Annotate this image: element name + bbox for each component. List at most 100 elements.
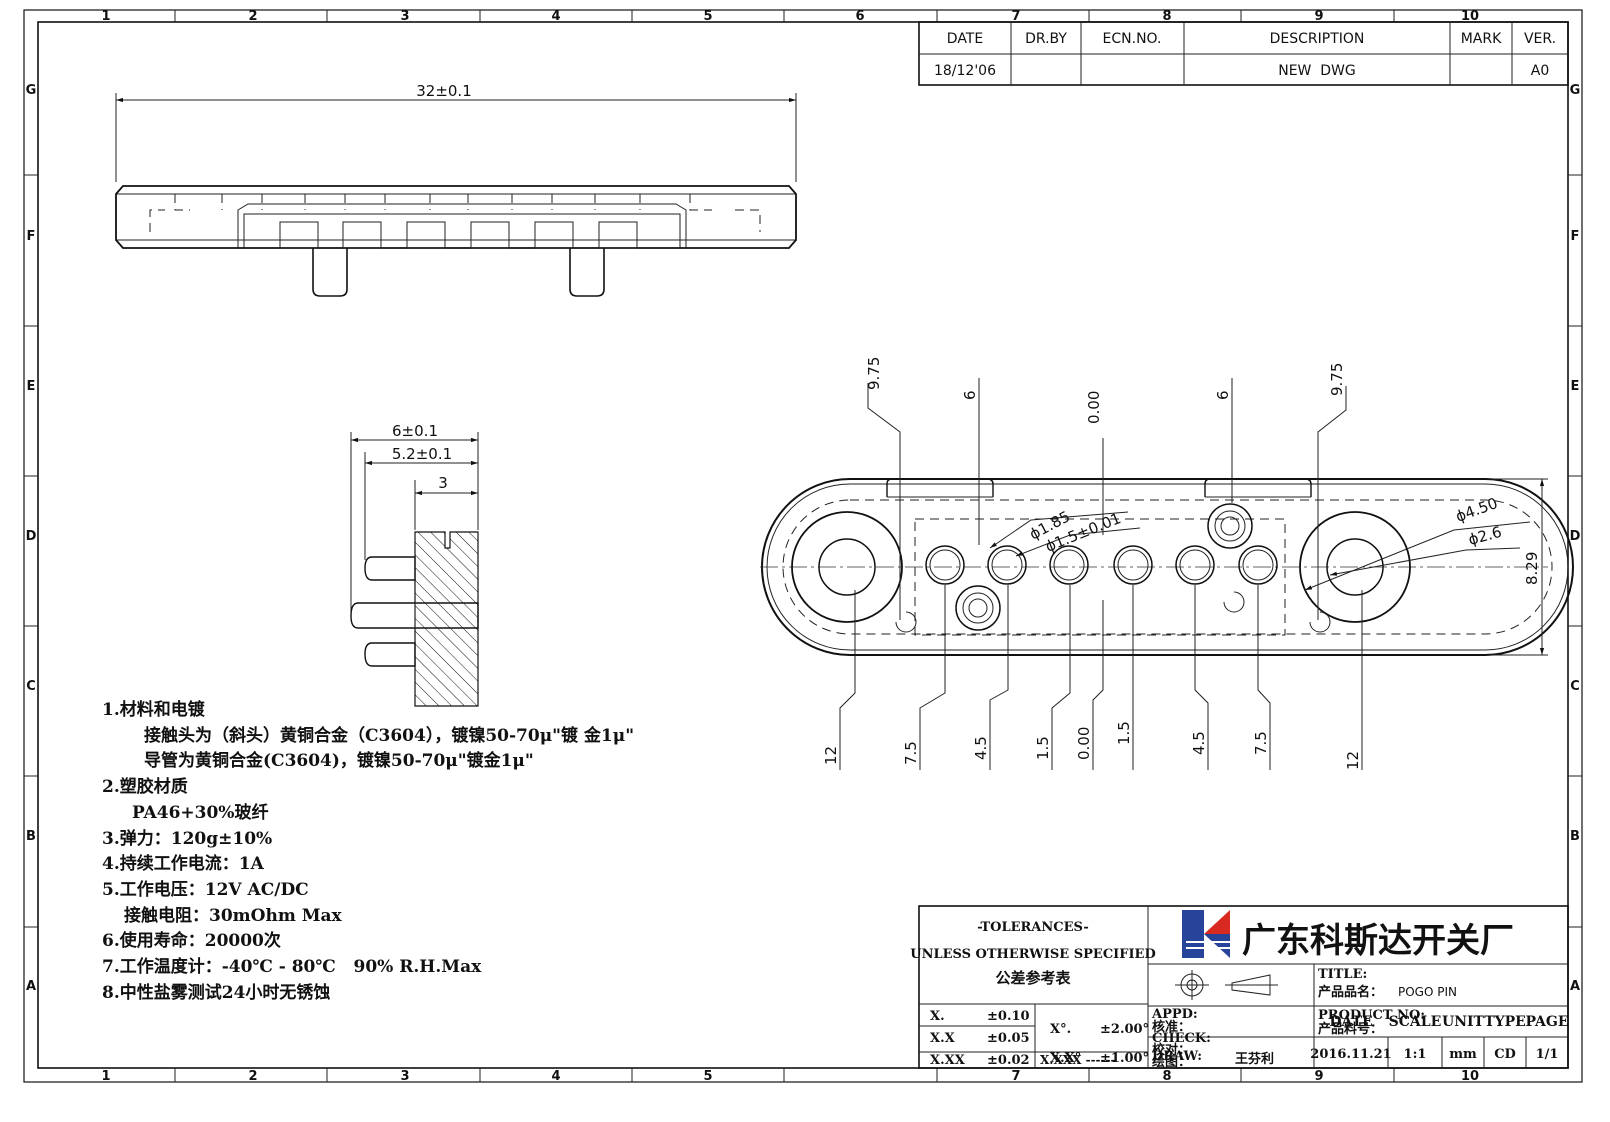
check-label: CHECK: bbox=[1152, 1031, 1211, 1046]
projection-symbol-icon bbox=[1175, 970, 1278, 1000]
note-line: 8.中性盐雾测试24小时无锈蚀 bbox=[102, 982, 331, 1003]
company-logo bbox=[1182, 910, 1232, 958]
dim-height: 8.29 bbox=[1523, 552, 1541, 585]
info-header: SCALE bbox=[1389, 1014, 1442, 1030]
info-value: 1:1 bbox=[1404, 1047, 1427, 1062]
col-label: 7 bbox=[1011, 9, 1020, 24]
col-label: 8 bbox=[1162, 9, 1171, 24]
row-label: A bbox=[1570, 979, 1580, 994]
tol-key: X.XXX ------ bbox=[1040, 1053, 1116, 1067]
tol-key: X.XX bbox=[930, 1053, 966, 1068]
dim-top: 6 bbox=[961, 390, 979, 400]
dim-bottom: 12 bbox=[822, 746, 840, 765]
note-line: 接触电阻：30mOhm Max bbox=[124, 905, 342, 926]
row-label: A bbox=[26, 979, 36, 994]
note-line: 5.工作电压：12V AC/DC bbox=[102, 879, 309, 900]
rev-version: A0 bbox=[1531, 63, 1549, 79]
dim-hole-outer: ϕ4.50 bbox=[1453, 494, 1500, 526]
note-line: 接触头为（斜头）黄铜合金（C3604），镀镍50-70μ"镀 金1μ" bbox=[144, 725, 635, 746]
dim-overall-length: 32±0.1 bbox=[416, 82, 472, 100]
dim-bottom: 1.5 bbox=[1034, 736, 1052, 760]
col-label: 10 bbox=[1461, 1069, 1479, 1084]
row-label: G bbox=[1570, 83, 1581, 98]
tol-key: X.X bbox=[930, 1031, 956, 1046]
angle-value: ±1.00° bbox=[1100, 1051, 1149, 1066]
dim-bottom: 4.5 bbox=[1190, 731, 1208, 755]
info-header: UNIT bbox=[1442, 1014, 1485, 1030]
col-label: 3 bbox=[400, 9, 409, 24]
col-label: 4 bbox=[551, 1069, 560, 1084]
info-value: CD bbox=[1494, 1047, 1516, 1062]
company-name: 广东科斯达开关厂 bbox=[1242, 921, 1514, 961]
dim-bottom: 4.5 bbox=[972, 736, 990, 760]
note-line: 1.材料和电镀 bbox=[102, 700, 205, 720]
dim-section-body: 5.2±0.1 bbox=[392, 445, 452, 463]
inner-frame bbox=[37, 21, 1569, 1069]
row-label: E bbox=[27, 379, 36, 394]
note-line: 3.弹力：120g±10% bbox=[102, 828, 273, 849]
col-label: 1 bbox=[101, 1069, 110, 1084]
dim-top: 9.75 bbox=[865, 357, 883, 390]
row-label: F bbox=[1571, 229, 1580, 244]
rev-header: VER. bbox=[1524, 31, 1556, 47]
tolerances-subtitle: UNLESS OTHERWISE SPECIFIED bbox=[910, 947, 1156, 962]
row-label: D bbox=[26, 529, 37, 544]
angle-key: X°. bbox=[1050, 1022, 1071, 1037]
col-label: 6 bbox=[855, 9, 864, 24]
col-label: 2 bbox=[248, 1069, 257, 1084]
rev-header: DR.BY bbox=[1025, 31, 1067, 47]
zone-ticks bbox=[24, 10, 1582, 1082]
dim-top: 6 bbox=[1214, 390, 1232, 400]
appd-cn: 核准： bbox=[1152, 1019, 1191, 1035]
row-label: D bbox=[1570, 529, 1581, 544]
draw-label: DRAW: bbox=[1152, 1049, 1202, 1064]
col-label: 5 bbox=[703, 1069, 712, 1084]
revision-block: DATE DR.BY ECN.NO. DESCRIPTION MARK VER.… bbox=[918, 21, 1569, 86]
product-name: POGO PIN bbox=[1398, 985, 1457, 999]
angle-key: X.X° bbox=[1050, 1051, 1081, 1066]
info-header: PAGE bbox=[1526, 1014, 1569, 1030]
note-line: 2.塑胶材质 bbox=[102, 777, 188, 798]
column-labels: 1 2 3 4 5 6 7 8 9 10 1 2 3 4 5 7 8 9 10 bbox=[101, 9, 1479, 1084]
col-label: 8 bbox=[1162, 1069, 1171, 1084]
draw-cn: 绘图： bbox=[1152, 1054, 1191, 1070]
tol-value: ±0.02 bbox=[987, 1053, 1030, 1068]
row-label: E bbox=[1571, 379, 1580, 394]
drawer-name: 王芬利 bbox=[1235, 1051, 1274, 1067]
dim-bottom: 12 bbox=[1344, 751, 1362, 770]
row-label: B bbox=[1570, 829, 1580, 844]
product-name-label: 产品品名： bbox=[1318, 984, 1383, 1000]
appd-label: APPD: bbox=[1151, 1007, 1198, 1022]
col-label: 10 bbox=[1461, 9, 1479, 24]
note-line: 4.持续工作电流：1A bbox=[102, 854, 264, 875]
row-label: C bbox=[1570, 679, 1580, 694]
row-label: G bbox=[26, 83, 37, 98]
rev-date: 18/12'06 bbox=[934, 63, 996, 79]
dim-hole-inner: ϕ2.6 bbox=[1466, 523, 1503, 549]
info-value: 1/1 bbox=[1536, 1047, 1559, 1062]
outer-frame bbox=[23, 9, 1583, 1083]
col-label: 4 bbox=[551, 9, 560, 24]
rev-header: ECN.NO. bbox=[1103, 31, 1162, 47]
row-label: F bbox=[27, 229, 36, 244]
info-header: DATE bbox=[1329, 1014, 1372, 1030]
product-no-cn: 产品料号： bbox=[1318, 1021, 1383, 1037]
technical-notes: 1.材料和电镀 接触头为（斜头）黄铜合金（C3604），镀镍50-70μ"镀 金… bbox=[102, 698, 722, 1006]
info-header: TYPE bbox=[1484, 1014, 1526, 1030]
note-line: 6.使用寿命：20000次 bbox=[102, 931, 281, 952]
rev-description: NEW DWG bbox=[1278, 63, 1356, 79]
note-line: 导管为黄铜合金(C3604)，镀镍50-70μ"镀金1μ" bbox=[144, 751, 534, 772]
col-label: 5 bbox=[703, 9, 712, 24]
row-labels: G F E D C B A G F E D C B A bbox=[26, 83, 1581, 994]
info-value: mm bbox=[1449, 1047, 1477, 1062]
tol-key: X. bbox=[930, 1009, 945, 1024]
rev-header: MARK bbox=[1461, 31, 1502, 47]
title-label: TITLE: bbox=[1318, 967, 1367, 982]
tol-value: ±0.10 bbox=[987, 1009, 1030, 1024]
rev-header: DESCRIPTION bbox=[1270, 31, 1365, 47]
dim-section-width: 6±0.1 bbox=[392, 422, 438, 440]
col-label: 9 bbox=[1314, 1069, 1323, 1084]
col-label: 9 bbox=[1314, 9, 1323, 24]
col-label: 3 bbox=[400, 1069, 409, 1084]
